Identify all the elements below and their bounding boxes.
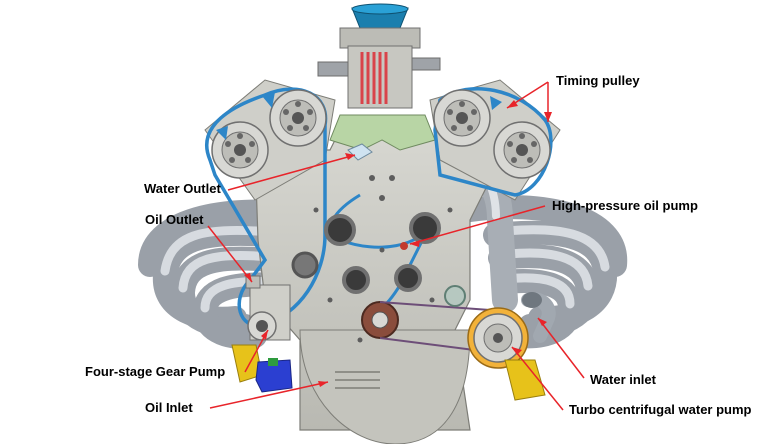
label-water-outlet: Water Outlet [144,181,221,196]
intercooler-core [360,52,388,104]
idler-pulley [444,285,466,307]
label-water-inlet: Water inlet [590,372,656,387]
label-oil-inlet: Oil Inlet [145,400,193,415]
callout-lines [207,81,585,411]
intake-runners [329,114,436,151]
label-timing-pulley: Timing pulley [556,73,640,88]
block-bores [291,212,441,294]
sump-ribs [335,371,380,389]
high-pressure-oil-pump-dot [400,242,408,250]
right-upper-timing-pulley [433,89,491,147]
label-turbo-centrifugal-water-pump: Turbo centrifugal water pump [569,402,752,417]
label-four-stage-gear-pump: Four-stage Gear Pump [85,364,226,379]
water-pump-pulley [467,307,529,369]
block-bolts [313,175,453,343]
label-high-pressure-oil-pump: High-pressure oil pump [552,198,698,213]
right-lower-timing-pulley [493,121,551,179]
label-oil-outlet: Oil Outlet [145,212,204,227]
callout-arrowheads [244,100,552,387]
right-yellow-bracket [504,359,546,401]
four-stage-gear-pump [247,284,293,393]
left-upper-timing-pulley [269,89,327,147]
crank-pulley [361,301,399,339]
throttle-body [339,27,421,49]
right-timing-belt [433,86,553,197]
